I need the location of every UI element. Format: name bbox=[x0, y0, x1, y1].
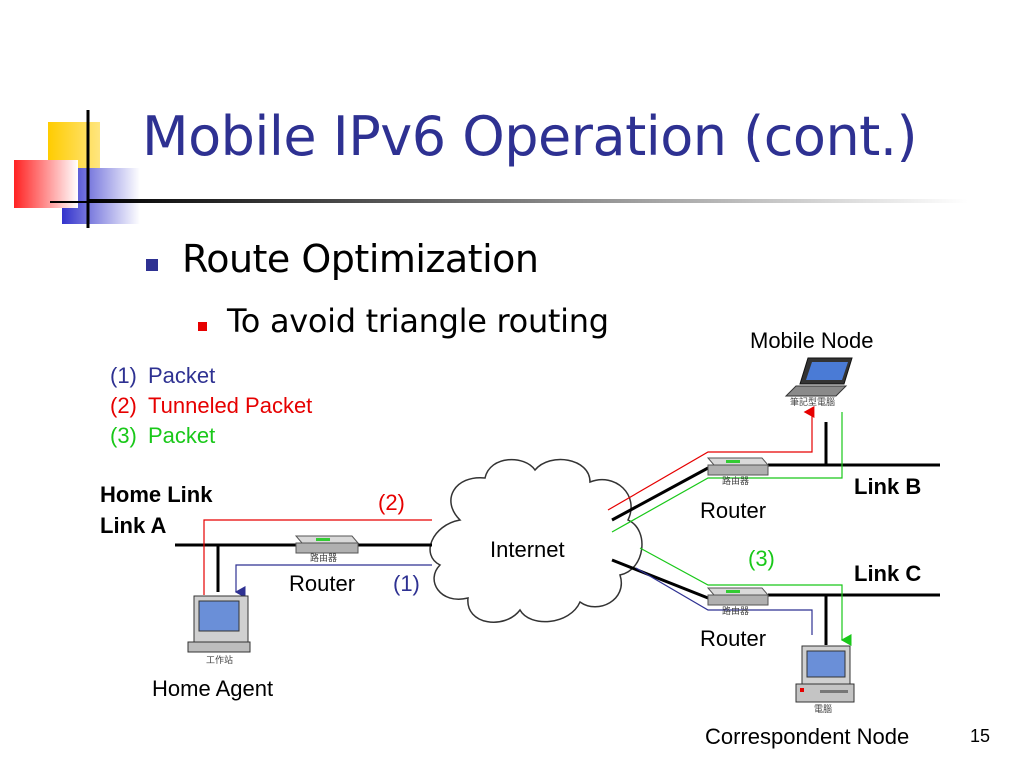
router-c-caption: 路由器 bbox=[722, 607, 750, 617]
legend-item3-text: Packet bbox=[148, 423, 216, 448]
home-agent-label: Home Agent bbox=[152, 676, 274, 701]
mobile-node-caption: 筆記型電腦 bbox=[790, 398, 836, 408]
flow2-label: (2) bbox=[378, 490, 405, 515]
workstation-icon bbox=[187, 595, 251, 653]
legend-item1-text: Packet bbox=[148, 363, 216, 388]
flow3-label: (3) bbox=[748, 546, 775, 571]
slide-title: Mobile IPv6 Operation (cont.) bbox=[142, 105, 918, 168]
bullet-square-icon bbox=[146, 259, 158, 271]
sub-bullet-square-icon bbox=[198, 322, 207, 331]
link-c-label: Link C bbox=[854, 561, 922, 586]
correspondent-node-label: Correspondent Node bbox=[705, 724, 910, 749]
router-b-icon bbox=[706, 457, 770, 476]
legend-item2-text: Tunneled Packet bbox=[148, 393, 313, 418]
router-b-caption: 路由器 bbox=[722, 477, 750, 487]
page-number: 15 bbox=[970, 726, 991, 746]
router-c-icon bbox=[706, 587, 770, 606]
packet1-path bbox=[234, 564, 432, 598]
link-a-label: Link A bbox=[100, 513, 167, 538]
legend-item3-num: (3) bbox=[110, 423, 137, 448]
laptop-icon bbox=[784, 357, 853, 397]
bullet-route-optimization: Route Optimization bbox=[182, 237, 539, 281]
corner-logo bbox=[14, 110, 140, 228]
tunneled-packet-path bbox=[203, 519, 432, 595]
router-home-label: Router bbox=[289, 571, 356, 596]
router-c-label: Router bbox=[700, 626, 767, 651]
packet3-path bbox=[611, 412, 843, 533]
router-home-icon bbox=[294, 535, 360, 554]
home-agent-caption: 工作站 bbox=[206, 656, 234, 666]
router-b-label: Router bbox=[700, 498, 767, 523]
internet-label: Internet bbox=[490, 537, 565, 562]
correspondent-caption: 電腦 bbox=[814, 705, 833, 715]
flow1-label: (1) bbox=[393, 571, 420, 596]
link-b-label: Link B bbox=[854, 474, 922, 499]
home-link-label: Home Link bbox=[100, 482, 213, 507]
computer-icon bbox=[795, 645, 855, 703]
mobile-node-label: Mobile Node bbox=[750, 328, 874, 353]
title-underline bbox=[88, 199, 968, 203]
bullet-triangle-routing: To avoid triangle routing bbox=[227, 302, 609, 340]
legend-item1-num: (1) bbox=[110, 363, 137, 388]
router-home-caption: 路由器 bbox=[310, 554, 338, 564]
internet-cloud-icon bbox=[429, 458, 643, 623]
legend-item2-num: (2) bbox=[110, 393, 137, 418]
